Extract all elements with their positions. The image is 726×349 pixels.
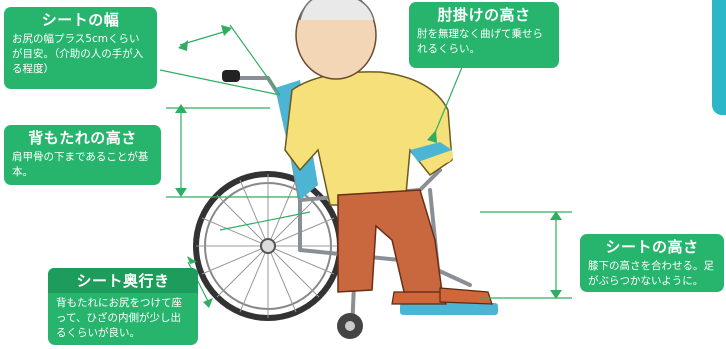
seat-width-title: シートの幅 — [41, 11, 120, 29]
edge-tab — [712, 0, 726, 115]
backrest-height-desc: 肩甲骨の下まであることが基本。 — [12, 151, 149, 178]
label-armrest-height: 肘掛けの高さ 肘を無理なく曲げて乗せられるくらい。 — [409, 2, 559, 68]
guide-arrowheads — [175, 25, 562, 308]
seat-height-desc: 膝下の高さを合わせる。足がぶらつかないように。 — [588, 260, 714, 287]
footrest — [400, 303, 498, 315]
seat-depth-desc: 背もたれにお尻をつけて座って、ひざの内側が少し出るくらいが良い。 — [56, 297, 182, 339]
rear-wheel — [193, 171, 343, 321]
label-seat-height: シートの高さ 膝下の高さを合わせる。足がぶらつかないように。 — [580, 234, 724, 292]
label-seat-depth: シート奥行き 背もたれにお尻をつけて座って、ひざの内側が少し出るくらいが良い。 — [48, 268, 198, 345]
front-caster — [337, 313, 363, 339]
armrest — [410, 142, 452, 162]
armrest-height-desc: 肘を無理なく曲げて乗せられるくらい。 — [417, 28, 543, 55]
seat-depth-title: シート奥行き — [48, 268, 198, 293]
label-seat-width: シートの幅 お尻の幅プラス5cmくらいが目安。（介助の人の手が入る程度） — [4, 7, 157, 89]
person-pants — [337, 189, 443, 297]
label-backrest-height: 背もたれの高さ 肩甲骨の下まであることが基本。 — [4, 125, 161, 185]
seat-width-desc: お尻の幅プラス5cmくらいが目安。（介助の人の手が入る程度） — [12, 33, 144, 75]
armrest-height-title: 肘掛けの高さ — [437, 6, 531, 24]
seat-height-title: シートの高さ — [605, 238, 699, 256]
backrest-height-title: 背もたれの高さ — [28, 129, 137, 147]
push-handle — [222, 70, 240, 82]
